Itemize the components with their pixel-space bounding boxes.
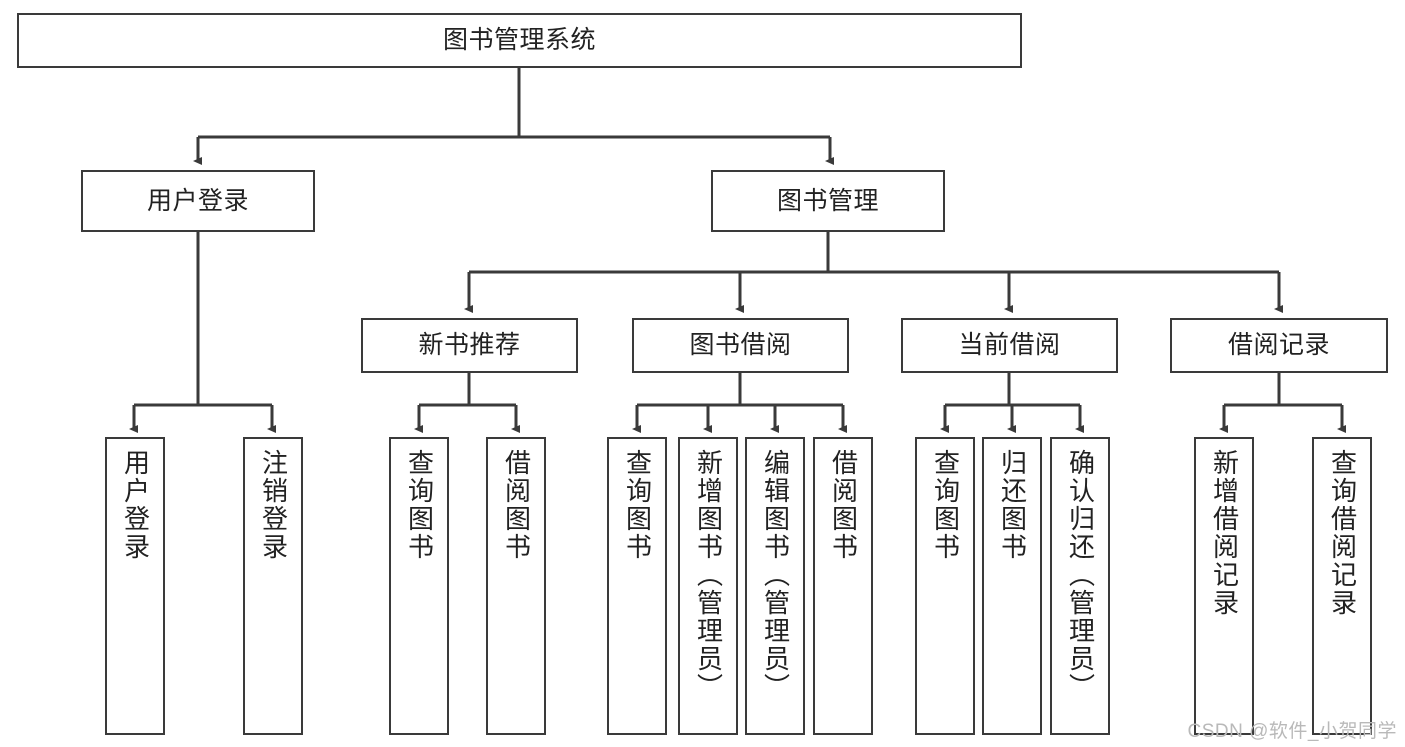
node-user-login[interactable]: 用户登录 xyxy=(81,170,315,232)
node-label: 注销登录 xyxy=(258,449,289,561)
node-label: 归还图书 xyxy=(997,449,1028,561)
node-root-system[interactable]: 图书管理系统 xyxy=(17,13,1022,68)
leaf-borrow-add-book[interactable]: 新增图书（管理员） xyxy=(678,437,738,735)
watermark-text: CSDN @软件_小贺同学 xyxy=(1187,721,1397,742)
node-book-borrow[interactable]: 图书借阅 xyxy=(632,318,849,373)
node-label: 查询图书 xyxy=(930,449,961,561)
node-label: 图书管理系统 xyxy=(442,26,596,54)
node-label: 借阅图书 xyxy=(828,449,859,561)
node-label: 查询借阅记录 xyxy=(1327,449,1358,617)
leaf-borrow-borrow-book[interactable]: 借阅图书 xyxy=(813,437,873,735)
node-label: 用户登录 xyxy=(146,186,249,215)
node-current-borrow[interactable]: 当前借阅 xyxy=(901,318,1118,373)
node-label: 借阅图书 xyxy=(501,449,532,561)
node-book-management[interactable]: 图书管理 xyxy=(711,170,945,232)
node-label: 查询图书 xyxy=(404,449,435,561)
leaf-recommend-query-book[interactable]: 查询图书 xyxy=(389,437,449,735)
node-label: 用户登录 xyxy=(120,449,151,561)
node-label: 当前借阅 xyxy=(958,331,1061,359)
leaf-borrow-edit-book[interactable]: 编辑图书（管理员） xyxy=(745,437,805,735)
node-label: 新增借阅记录 xyxy=(1209,449,1240,617)
node-label: 新书推荐 xyxy=(418,331,521,359)
leaf-current-query-book[interactable]: 查询图书 xyxy=(915,437,975,735)
node-label: 图书管理 xyxy=(776,186,879,215)
node-label: 编辑图书（管理员） xyxy=(760,449,791,701)
leaf-user-login[interactable]: 用户登录 xyxy=(105,437,165,735)
leaf-current-confirm-return[interactable]: 确认归还（管理员） xyxy=(1050,437,1110,735)
node-label: 借阅记录 xyxy=(1227,331,1330,359)
node-label: 查询图书 xyxy=(622,449,653,561)
node-label: 确认归还（管理员） xyxy=(1065,449,1096,701)
leaf-current-return-book[interactable]: 归还图书 xyxy=(982,437,1042,735)
node-borrow-record[interactable]: 借阅记录 xyxy=(1170,318,1388,373)
node-new-book-recommend[interactable]: 新书推荐 xyxy=(361,318,578,373)
node-label: 新增图书（管理员） xyxy=(693,449,724,701)
leaf-borrow-query-book[interactable]: 查询图书 xyxy=(607,437,667,735)
leaf-user-logout[interactable]: 注销登录 xyxy=(243,437,303,735)
node-label: 图书借阅 xyxy=(689,331,792,359)
leaf-record-query-record[interactable]: 查询借阅记录 xyxy=(1312,437,1372,735)
leaf-record-add-record[interactable]: 新增借阅记录 xyxy=(1194,437,1254,735)
leaf-recommend-borrow-book[interactable]: 借阅图书 xyxy=(486,437,546,735)
